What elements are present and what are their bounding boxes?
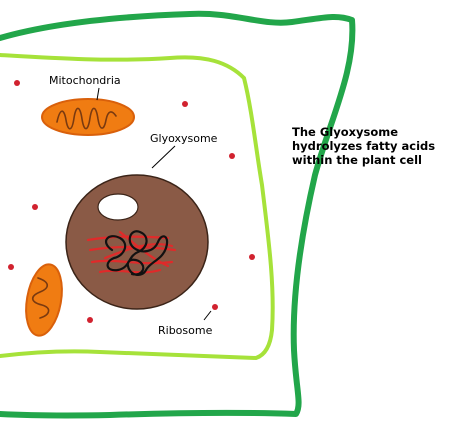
ribosome-dot	[8, 264, 14, 270]
mitochondrion-upper	[41, 98, 135, 136]
ribosome-dot	[249, 254, 255, 260]
ribosome-leader-line	[203, 310, 212, 321]
mitochondria-leader-line	[96, 87, 100, 101]
cell-wall	[0, 10, 356, 419]
caption-line-3: within the plant cell	[292, 153, 422, 167]
ribosome-dot	[32, 204, 38, 210]
caption-line-1: The Glyoxysome	[292, 125, 398, 139]
ribosomes	[8, 80, 255, 323]
fatty-acids-black	[105, 230, 169, 276]
mitochondrion-lower	[25, 263, 63, 337]
ribosome-dot	[212, 304, 218, 310]
ribosome-dot	[14, 80, 20, 86]
cell-membrane	[0, 53, 275, 360]
caption-line-2: hydrolyzes fatty acids	[292, 139, 435, 153]
glyoxysome-leader-line	[151, 145, 176, 169]
ribosome-dot	[229, 153, 235, 159]
glyoxysome-label: Glyoxysome	[150, 132, 218, 145]
ribosome-dot	[182, 101, 188, 107]
ribosome-label: Ribosome	[158, 324, 213, 337]
glyoxysome	[65, 174, 209, 310]
glyoxysome-vacuole	[97, 193, 139, 221]
mitochondria-label: Mitochondria	[49, 74, 121, 87]
ribosome-dot	[87, 317, 93, 323]
